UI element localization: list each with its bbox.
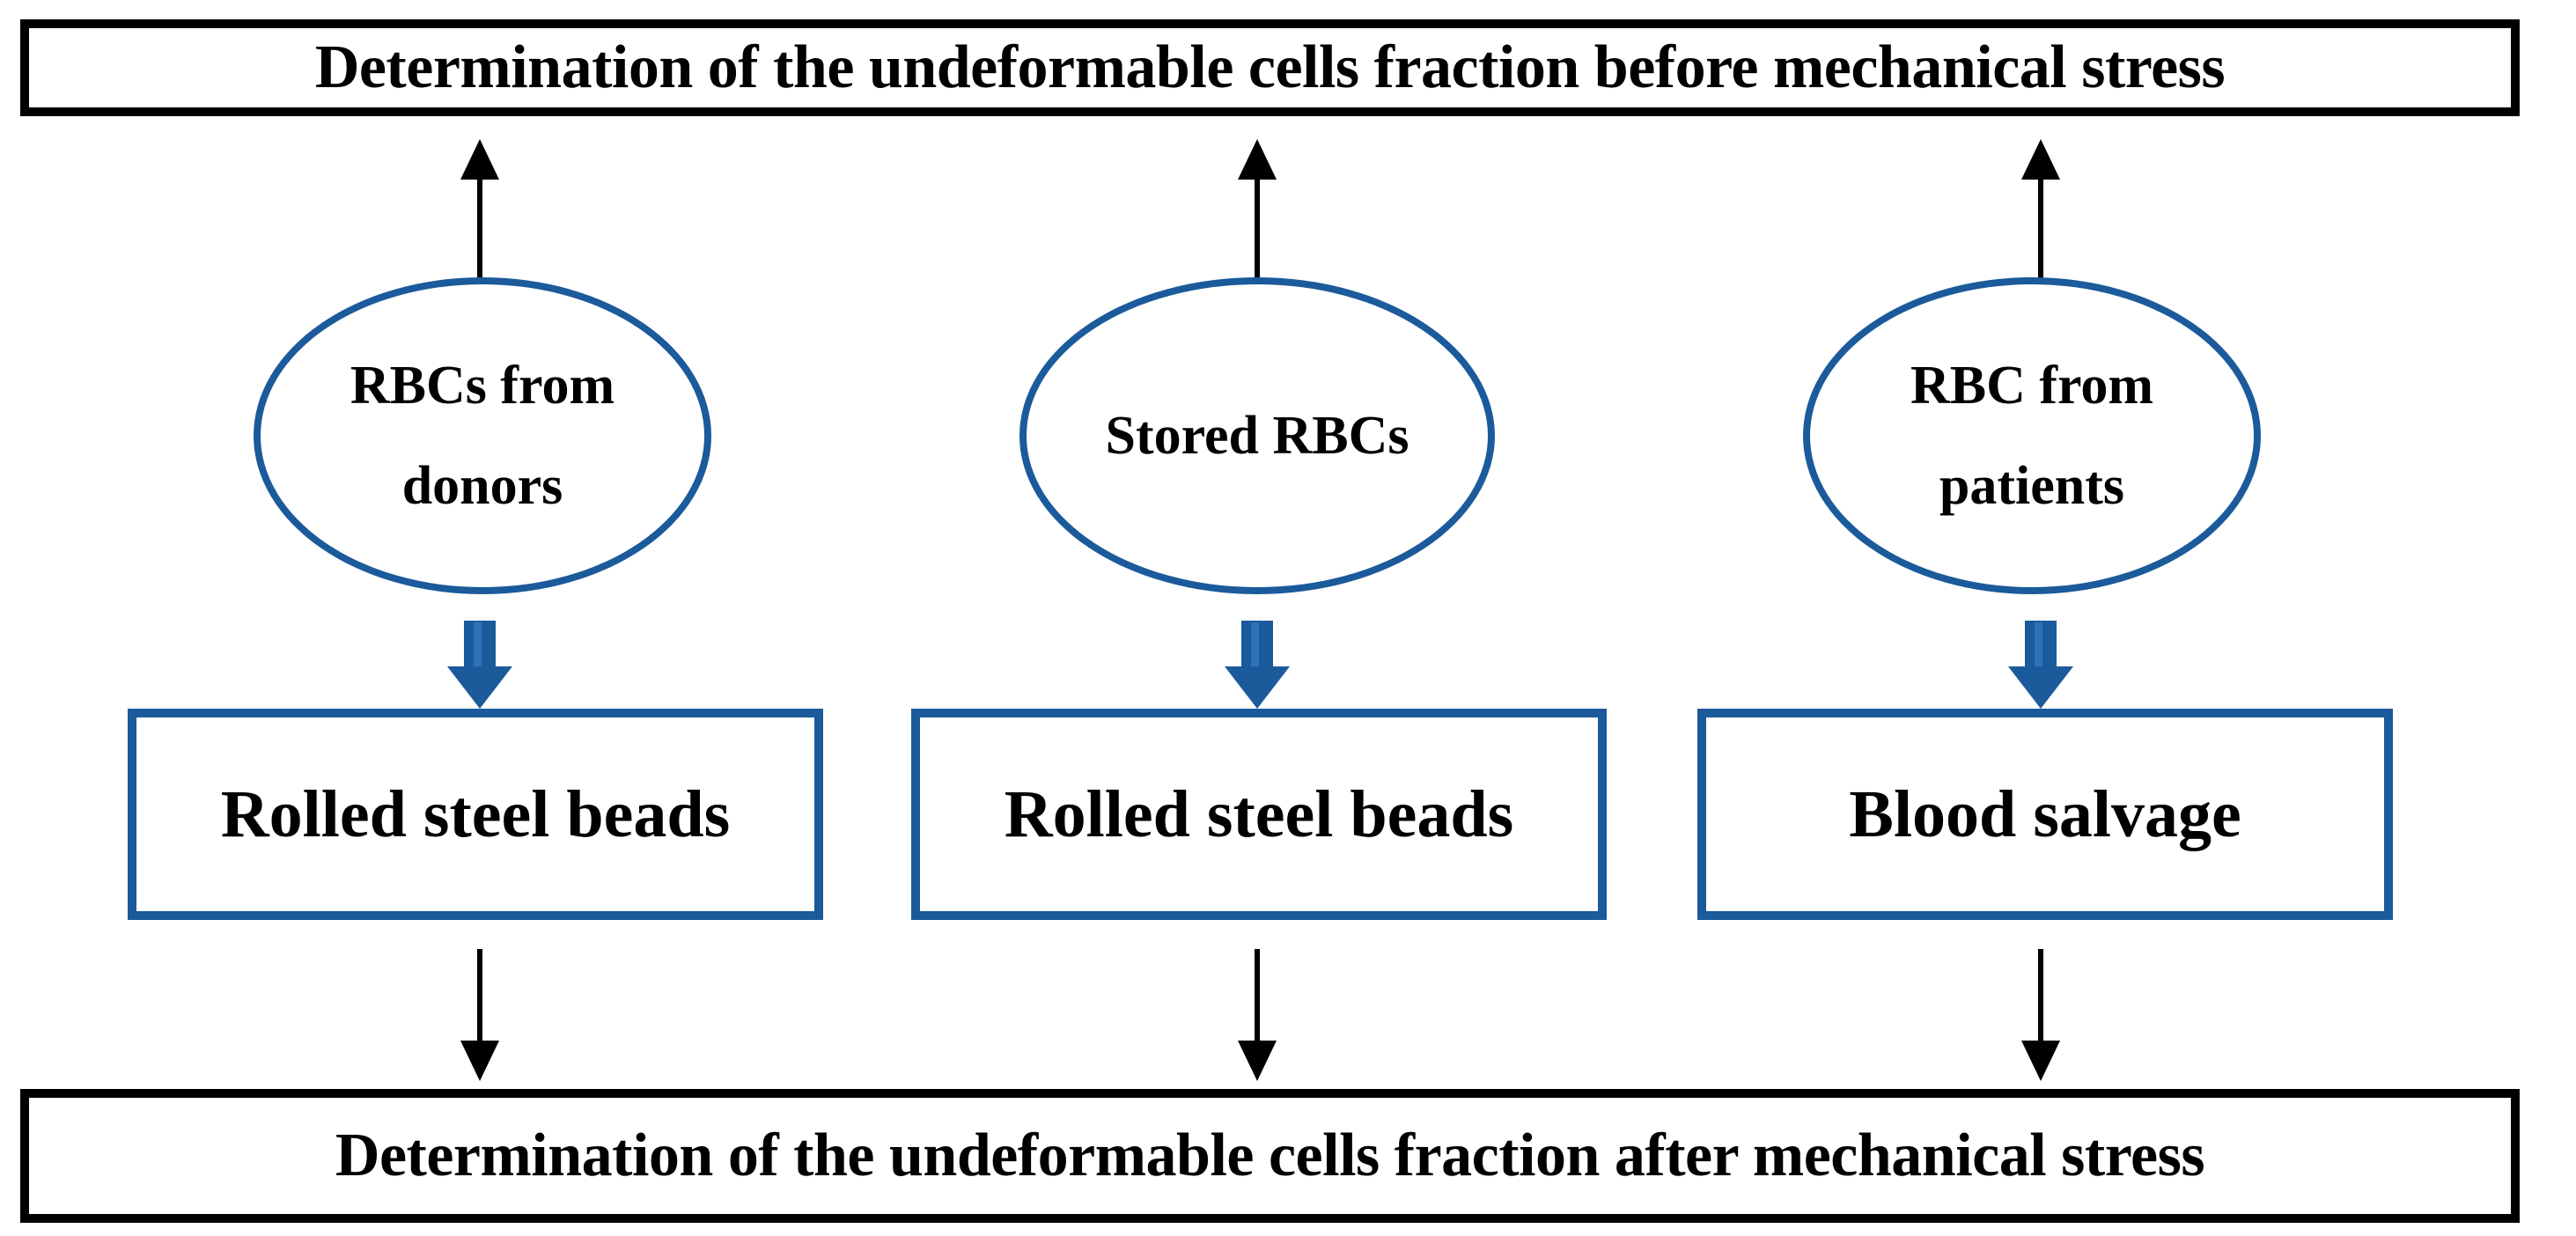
ellipse-label-line2: donors: [401, 456, 563, 516]
ellipse-label-line1: RBCs from: [350, 355, 615, 416]
arrow-down-icon: [2014, 949, 2067, 1081]
top-banner: Determination of the undeformable cells …: [20, 19, 2520, 116]
arrowhead-up-icon: [1238, 139, 1277, 180]
arrow-down-icon: [1231, 949, 1284, 1081]
arrow-shaft: [2038, 949, 2043, 1041]
block-arrow-shaft: [2025, 621, 2057, 672]
block-arrow-shaft: [464, 621, 496, 672]
arrow-shaft: [2038, 176, 2043, 278]
arrowhead-down-icon: [1238, 1041, 1277, 1081]
ellipse-label-line1: RBC from: [1910, 355, 2154, 416]
source-ellipse-rbcs-from-donors: RBCs from donors: [254, 277, 711, 594]
source-ellipse-stored-rbcs: Stored RBCs: [1019, 277, 1495, 594]
process-box-rolled-steel-beads-1: Rolled steel beads: [128, 709, 823, 920]
arrow-up-icon: [2014, 139, 2067, 278]
arrowhead-up-icon: [2021, 139, 2060, 180]
ellipse-label-line1: Stored RBCs: [1105, 405, 1409, 466]
arrow-shaft: [477, 949, 482, 1041]
arrow-up-icon: [453, 139, 506, 278]
arrow-shaft: [1255, 949, 1260, 1041]
ellipse-label-line2: patients: [1939, 456, 2125, 516]
block-arrowhead-icon: [1225, 666, 1290, 709]
block-arrow-down-icon: [1225, 621, 1290, 709]
arrow-shaft: [1255, 176, 1260, 278]
arrowhead-down-icon: [460, 1041, 499, 1081]
process-box-rolled-steel-beads-2: Rolled steel beads: [911, 709, 1607, 920]
block-arrow-shaft: [1241, 621, 1273, 672]
process-box-blood-salvage: Blood salvage: [1697, 709, 2393, 920]
block-arrow-down-icon: [447, 621, 512, 709]
arrow-up-icon: [1231, 139, 1284, 278]
block-arrowhead-icon: [447, 666, 512, 709]
arrow-down-icon: [453, 949, 506, 1081]
arrow-shaft: [477, 176, 482, 278]
source-ellipse-rbc-from-patients: RBC from patients: [1803, 277, 2261, 594]
block-arrow-down-icon: [2008, 621, 2073, 709]
block-arrowhead-icon: [2008, 666, 2073, 709]
arrowhead-down-icon: [2021, 1041, 2060, 1081]
arrowhead-up-icon: [460, 139, 499, 180]
bottom-banner: Determination of the undeformable cells …: [20, 1089, 2520, 1223]
